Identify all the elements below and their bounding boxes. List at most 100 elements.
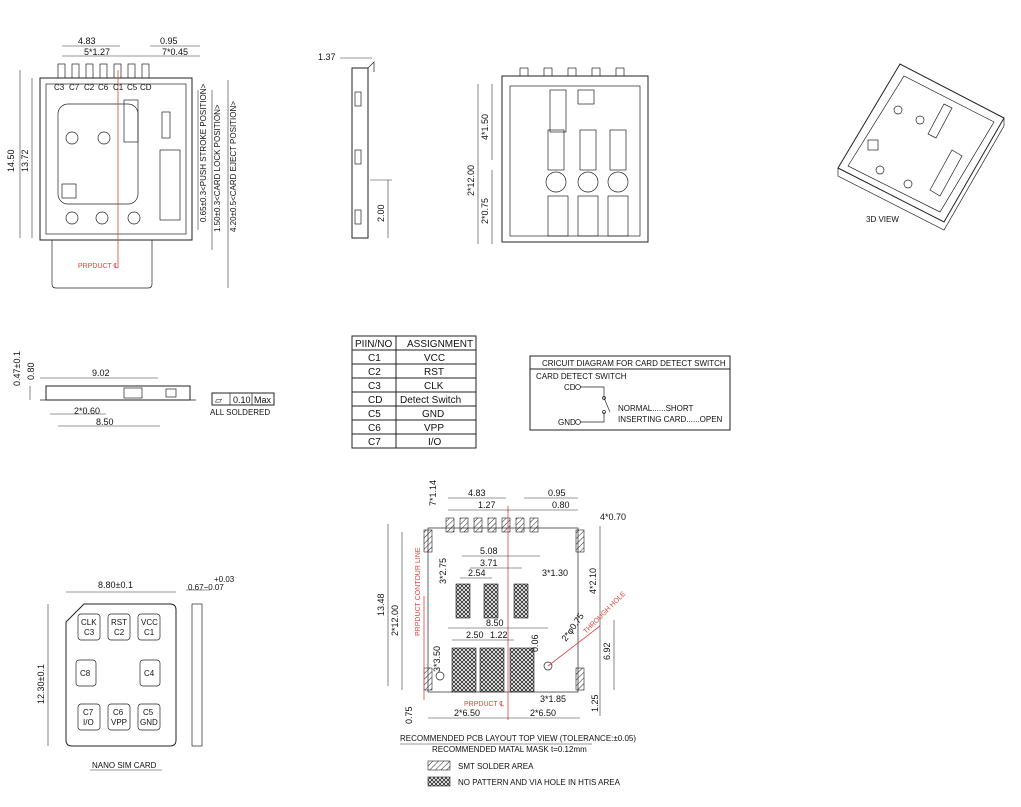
- pcb-through-hole-note: THROUGH HOLE: [582, 590, 627, 635]
- sim-pad-label: VPP: [111, 718, 127, 727]
- pcb-dim-3x2-75: 3*2.75: [438, 558, 448, 584]
- pin-label-c1: C1: [113, 83, 124, 92]
- circuit-cd-label: CD: [564, 383, 576, 392]
- sim-pad-label: C4: [144, 669, 155, 678]
- sim-pad-label: I/O: [83, 718, 94, 727]
- dim-7x0-45: 7*0.45: [162, 47, 188, 57]
- legend-no-via-label: NO PATTERN AND VIA HOLE IN HTIS AREA: [458, 778, 621, 787]
- table-cell-pin: CD: [368, 395, 382, 406]
- pcb-dim-0-95: 0.95: [548, 488, 566, 498]
- sim-pad-label: CLK: [81, 618, 97, 627]
- sim-pad-label: RST: [111, 618, 127, 627]
- circuit-title: CRICUIT DIAGRAM FOR CARD DETECT SWITCH: [542, 359, 726, 368]
- dim-14-50: 14.50: [6, 149, 16, 172]
- table-cell-assignment: RST: [424, 367, 444, 378]
- pin-label-c2: C2: [84, 83, 95, 92]
- sim-pad-label: C2: [114, 628, 125, 637]
- dim-0-47: 0.47±0.1: [12, 351, 22, 386]
- sim-pad-label: C1: [144, 628, 155, 637]
- iso-view: [837, 63, 1005, 231]
- nano-sim-card: [47, 589, 210, 747]
- circuit-gnd-label: GND: [558, 418, 576, 427]
- table-cell-pin: C3: [368, 381, 381, 392]
- table-cell-assignment: VCC: [424, 353, 445, 364]
- push-stroke-note: 0.65±0.3<PUSH STROKE POSITION>: [199, 83, 208, 222]
- table-cell-assignment: GND: [422, 409, 444, 420]
- front-view: [29, 377, 275, 427]
- pin-label-c3: C3: [54, 83, 65, 92]
- bottom-view-connector: [477, 67, 649, 244]
- sim-thickness-plus: +0.03: [214, 575, 235, 584]
- sim-width-dim: 8.80±0.1: [98, 580, 133, 590]
- circuit-subtitle: CARD DETECT SWITCH: [536, 372, 627, 381]
- card-lock-note: 1.50±0.3<CARD LOCK POSITION>: [213, 104, 222, 232]
- pcb-dim-0-75: 0.75: [404, 706, 414, 724]
- pin-label-c7: C7: [69, 83, 80, 92]
- pcb-dim-3x1-85: 3*1.85: [540, 694, 566, 704]
- pcb-dim-13-48: 13.48: [376, 593, 386, 616]
- dim-0-80: 0.80: [26, 362, 36, 380]
- pcb-dim-2-50: 2.50: [466, 630, 484, 640]
- dim-4x1-50: 4*1.50: [480, 114, 490, 140]
- pcb-product-center-label: PRPDUCT ℄: [464, 701, 505, 708]
- sim-thickness-minus: 0.67−0.07: [188, 583, 224, 592]
- sim-height-dim: 12.30±0.1: [36, 664, 46, 704]
- sim-pad-label: VCC: [141, 618, 158, 627]
- 3d-view-label: 3D VIEW: [866, 215, 899, 224]
- dim-2x0-75: 2*0.75: [480, 198, 490, 224]
- all-soldered-note: ALL SOLDERED: [210, 408, 270, 417]
- pin-label-c6: C6: [98, 83, 109, 92]
- pcb-dim-5-08: 5.08: [480, 546, 498, 556]
- table-cell-assignment: VPP: [424, 423, 444, 434]
- dim-13-72: 13.72: [20, 149, 30, 172]
- top-view-connector: PRPDUCT ℄: [19, 45, 229, 289]
- sim-pad-label: GND: [140, 718, 158, 727]
- pcb-dim-3-71: 3.71: [480, 558, 498, 568]
- dim-2x12-00: 2*12.00: [466, 165, 476, 196]
- legend-solder-swatch: [427, 760, 451, 771]
- product-center-label: PRPDUCT ℄: [78, 263, 119, 270]
- pcb-dim-1-27: 1.27: [478, 500, 496, 510]
- pcb-dim-2xphi0-75: 2*φ0.75: [559, 611, 585, 643]
- pcb-caption-2: RECOMMENDED MATAL MASK t=0.12mm: [432, 745, 587, 754]
- pcb-layout: [387, 497, 615, 720]
- table-cell-assignment: CLK: [424, 381, 444, 392]
- nano-sim-label: NANO SIM CARD: [92, 761, 157, 770]
- dim-0-95: 0.95: [160, 36, 178, 46]
- table-cell-assignment: Detect Switch: [400, 395, 461, 406]
- sim-pad-label: C7: [83, 708, 94, 717]
- table-header-pin: PIIN/NO: [355, 339, 392, 350]
- pcb-dim-4x0-70: 4*0.70: [600, 512, 626, 522]
- circuit-diagram: [529, 355, 731, 431]
- pcb-dim-8-50: 8.50: [486, 618, 504, 628]
- circuit-inserting-note: INSERTING CARD......OPEN: [618, 415, 723, 424]
- card-eject-note: 4.20±0.5<CARD EJECT POSITION>: [229, 101, 238, 232]
- circuit-normal-note: NORMAL......SHORT: [618, 404, 694, 413]
- pin-label-cd: CD: [140, 83, 152, 92]
- dim-2-00: 2.00: [376, 204, 386, 222]
- pcb-dim-1-25: 1.25: [590, 694, 600, 712]
- flatness-unit: Max: [254, 395, 272, 405]
- legend-solder-label: SMT SOLDER AREA: [458, 762, 534, 771]
- pcb-dim-2x6-50-left: 2*6.50: [454, 708, 480, 718]
- pcb-dim-3x3-50: 3*3.50: [432, 646, 442, 672]
- side-view: [340, 57, 392, 239]
- sim-pad-label: C5: [143, 708, 154, 717]
- table-cell-pin: C5: [368, 409, 381, 420]
- sim-pad-label: C6: [113, 708, 124, 717]
- pcb-dim-0-80: 0.80: [552, 500, 570, 510]
- pcb-contour-note: PRPDUCT CONTOUR LINE: [415, 547, 422, 636]
- table-cell-pin: C1: [368, 353, 381, 364]
- pcb-dim-3x1-30: 3*1.30: [542, 568, 568, 578]
- dim-2x0-60: 2*0.60: [74, 406, 100, 416]
- pcb-dim-4x2-10: 4*2.10: [588, 568, 598, 594]
- dim-9-02: 9.02: [92, 368, 110, 378]
- dim-4-83: 4.83: [78, 36, 96, 46]
- dim-8-50: 8.50: [96, 417, 114, 427]
- sim-pad-label: C3: [84, 628, 95, 637]
- pcb-dim-2x12-00: 2*12.00: [390, 605, 400, 636]
- pcb-dim-1-22: 1.22: [490, 630, 508, 640]
- pin-label-c5: C5: [127, 83, 138, 92]
- table-cell-pin: C2: [368, 367, 381, 378]
